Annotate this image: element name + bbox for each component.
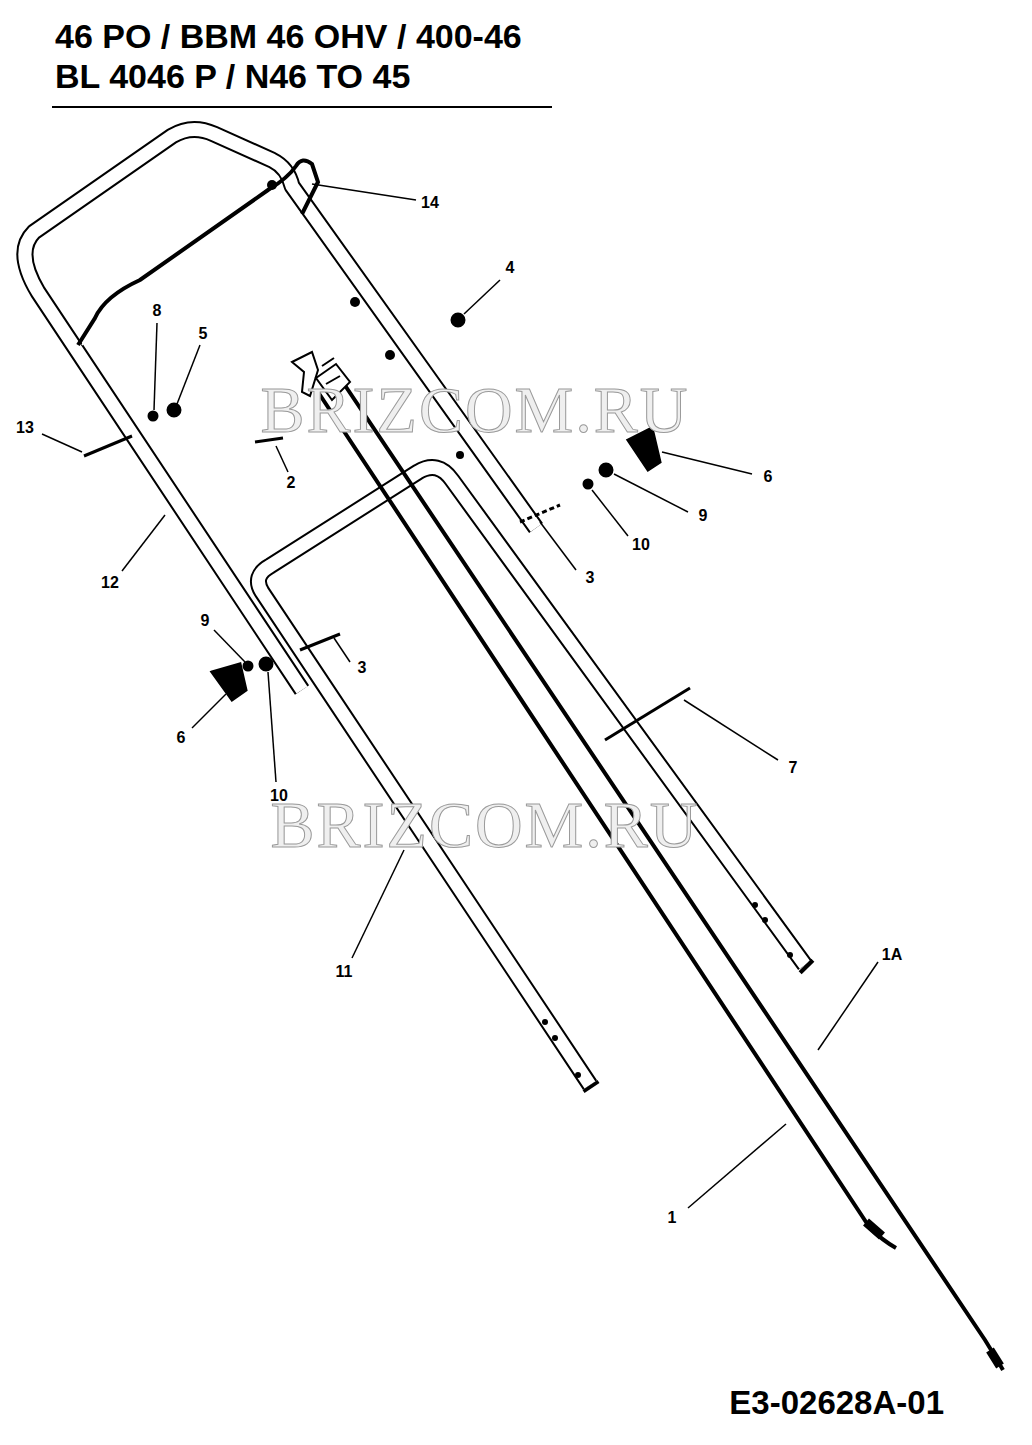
diagram-title: 46 PO / BBM 46 OHV / 400-46 BL 4046 P / … (55, 16, 545, 96)
callout-number: 4 (506, 259, 515, 277)
callout-number: 6 (177, 729, 186, 747)
callout-number: 6 (764, 468, 773, 486)
callout-number: 14 (421, 194, 439, 212)
callout-number: 1 (668, 1209, 677, 1227)
control-bail (78, 160, 318, 345)
callout-number: 9 (699, 507, 708, 525)
callout-number: 8 (153, 302, 162, 320)
callout-number: 12 (101, 574, 119, 592)
callout-number: 1A (882, 946, 902, 964)
watermark: BRIZCOM.RU (261, 372, 690, 448)
callout-number: 3 (586, 569, 595, 587)
watermark: BRIZCOM.RU (271, 787, 700, 863)
callout-number: 10 (632, 536, 650, 554)
fasteners (84, 314, 690, 740)
cables (318, 372, 1003, 1370)
callout-number: 13 (16, 419, 34, 437)
callout-number: 11 (336, 963, 353, 981)
callout-number: 2 (287, 474, 296, 492)
control-bail-highlight (82, 194, 270, 345)
leader-lines (42, 184, 878, 1208)
lower-handle (258, 468, 808, 1089)
callout-number: 9 (201, 612, 210, 630)
callout-number: 7 (789, 759, 798, 777)
callout-number: 3 (358, 659, 367, 677)
drawing-number: E3-02628A-01 (729, 1384, 944, 1422)
callout-number: 5 (199, 325, 208, 343)
title-rule (52, 106, 552, 108)
